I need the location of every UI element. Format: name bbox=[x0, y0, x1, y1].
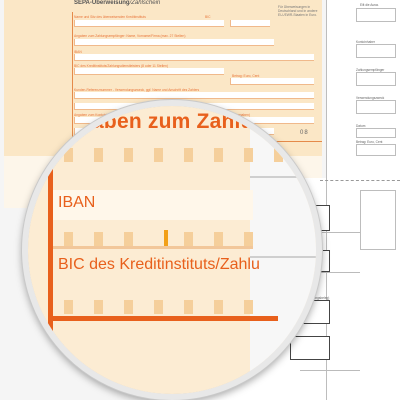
form-subtitle: /Zahlschein bbox=[129, 0, 161, 6]
bic-field[interactable] bbox=[74, 68, 224, 75]
char-tick bbox=[214, 232, 223, 246]
char-tick bbox=[244, 148, 253, 162]
char-tick bbox=[184, 300, 193, 314]
form-frame-left bbox=[72, 12, 73, 142]
magnified-view: ngaben zum Zahlun IBAN BIC des Kreditins… bbox=[28, 106, 316, 394]
iban-field[interactable] bbox=[74, 54, 314, 61]
reference-field[interactable] bbox=[74, 92, 314, 99]
iban-small-label: IBAN bbox=[74, 50, 82, 54]
receipt-top-box[interactable] bbox=[356, 8, 396, 22]
char-tick bbox=[214, 148, 223, 162]
char-tick bbox=[244, 232, 253, 246]
lower-rule-3 bbox=[300, 370, 360, 371]
magnified-frame-bottom bbox=[48, 316, 278, 321]
receipt-field-1[interactable] bbox=[356, 44, 396, 58]
magnifier-glass: ngaben zum Zahlun IBAN BIC des Kreditins… bbox=[22, 100, 322, 400]
receipt-label-4: Datum bbox=[356, 124, 366, 128]
char-tick bbox=[274, 148, 283, 162]
char-tick bbox=[64, 148, 73, 162]
bic-long-label: BIC des Kreditinstituts/Zahlungsdienstle… bbox=[74, 64, 168, 68]
magnified-bic-label: BIC des Kreditinstituts/Zahlu bbox=[58, 256, 260, 273]
magnified-iban-field[interactable] bbox=[53, 190, 253, 220]
char-tick bbox=[94, 148, 103, 162]
magnified-frame-left bbox=[48, 146, 53, 346]
form-header: SEPA-Überweisung/Zahlschein bbox=[74, 0, 160, 6]
perforation-line bbox=[320, 180, 400, 181]
receipt-field-5[interactable] bbox=[356, 144, 396, 156]
receipt-lower-box[interactable] bbox=[360, 190, 396, 250]
lens-right-area bbox=[250, 106, 316, 394]
char-tick bbox=[64, 232, 73, 246]
bank-label: Name und Sitz des überweisenden Kreditin… bbox=[74, 15, 146, 19]
char-tick bbox=[214, 300, 223, 314]
lower-rule-1 bbox=[300, 232, 360, 233]
lens-edge-line-1 bbox=[250, 176, 316, 178]
lower-rule-2 bbox=[300, 272, 360, 273]
group-separator-tick bbox=[164, 230, 168, 246]
char-tick bbox=[94, 232, 103, 246]
reference-label: Kunden-Referenznummer - Verwendungszweck… bbox=[74, 88, 200, 92]
char-tick bbox=[64, 300, 73, 314]
receipt-field-4[interactable] bbox=[356, 128, 396, 138]
char-tick bbox=[154, 148, 163, 162]
magnified-section-title: ngaben zum Zahlun bbox=[66, 110, 267, 133]
eu-notice: Für Überweisungen in Deutschland und in … bbox=[278, 5, 318, 17]
char-tick bbox=[154, 300, 163, 314]
receipt-label-2: Zahlungsempfänger bbox=[356, 68, 385, 72]
receipt-label-1: Kontoinhaber bbox=[356, 40, 375, 44]
char-tick bbox=[244, 300, 253, 314]
magnified-iban-label: IBAN bbox=[58, 194, 96, 211]
amount-field[interactable] bbox=[230, 78, 314, 85]
receipt-top-label: Eilt die Ausw. bbox=[360, 3, 379, 7]
char-tick bbox=[184, 148, 193, 162]
char-tick bbox=[94, 300, 103, 314]
receipt-label-3: Verwendungszweck bbox=[356, 96, 385, 100]
receipt-field-2[interactable] bbox=[356, 72, 396, 86]
char-tick bbox=[184, 232, 193, 246]
payee-label: Angaben zum Zahlungsempfänger: Name, Vor… bbox=[74, 34, 186, 38]
payee-field[interactable] bbox=[74, 39, 274, 46]
amount-label: Betrag: Euro, Cent bbox=[232, 74, 260, 78]
char-tick bbox=[124, 148, 133, 162]
bic-small-label: BIC bbox=[205, 15, 211, 19]
receipt-field-3[interactable] bbox=[356, 100, 396, 114]
lens-edge-line-2 bbox=[250, 256, 316, 258]
receipt-label-5: Betrag: Euro, Cent bbox=[356, 140, 383, 144]
iban-baseline bbox=[53, 246, 253, 249]
form-title: SEPA-Überweisung bbox=[74, 0, 130, 6]
bank-name-field[interactable] bbox=[74, 20, 224, 27]
bank-bic-field[interactable] bbox=[230, 20, 270, 27]
char-tick bbox=[124, 232, 133, 246]
char-tick bbox=[124, 300, 133, 314]
